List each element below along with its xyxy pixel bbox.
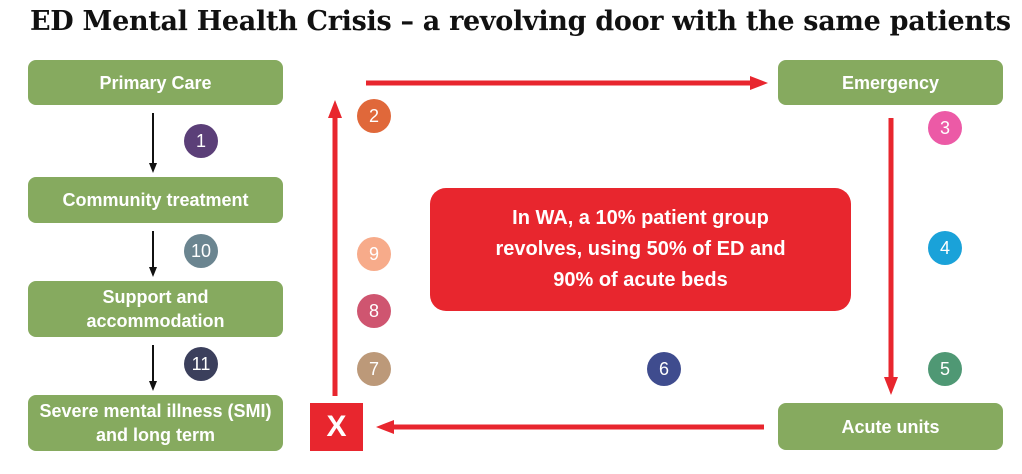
marker-11: 11	[184, 347, 218, 381]
marker-8: 8	[357, 294, 391, 328]
statistic-callout-text: In WA, a 10% patient group revolves, usi…	[495, 207, 786, 291]
marker-1: 1	[184, 124, 218, 158]
acute-units-box: Acute units	[778, 403, 1003, 450]
community-treatment-box: Community treatment	[28, 177, 283, 223]
x-mark: X	[326, 410, 347, 443]
marker-9: 9	[357, 237, 391, 271]
marker-10: 10	[184, 234, 218, 268]
marker-2: 2	[357, 99, 391, 133]
marker-6: 6	[647, 352, 681, 386]
emergency-box: Emergency	[778, 60, 1003, 105]
primary-care-box: Primary Care	[28, 60, 283, 105]
severe-mental-illness-box: Severe mental illness (SMI) and long ter…	[28, 395, 283, 451]
x-mark-box: X	[310, 403, 363, 451]
support-accommodation-box: Support and accommodation	[28, 281, 283, 337]
statistic-callout: In WA, a 10% patient group revolves, usi…	[430, 188, 851, 311]
marker-3: 3	[928, 111, 962, 145]
diagram-title: ED Mental Health Crisis – a revolving do…	[30, 6, 1011, 37]
marker-5: 5	[928, 352, 962, 386]
marker-7: 7	[357, 352, 391, 386]
marker-4: 4	[928, 231, 962, 265]
